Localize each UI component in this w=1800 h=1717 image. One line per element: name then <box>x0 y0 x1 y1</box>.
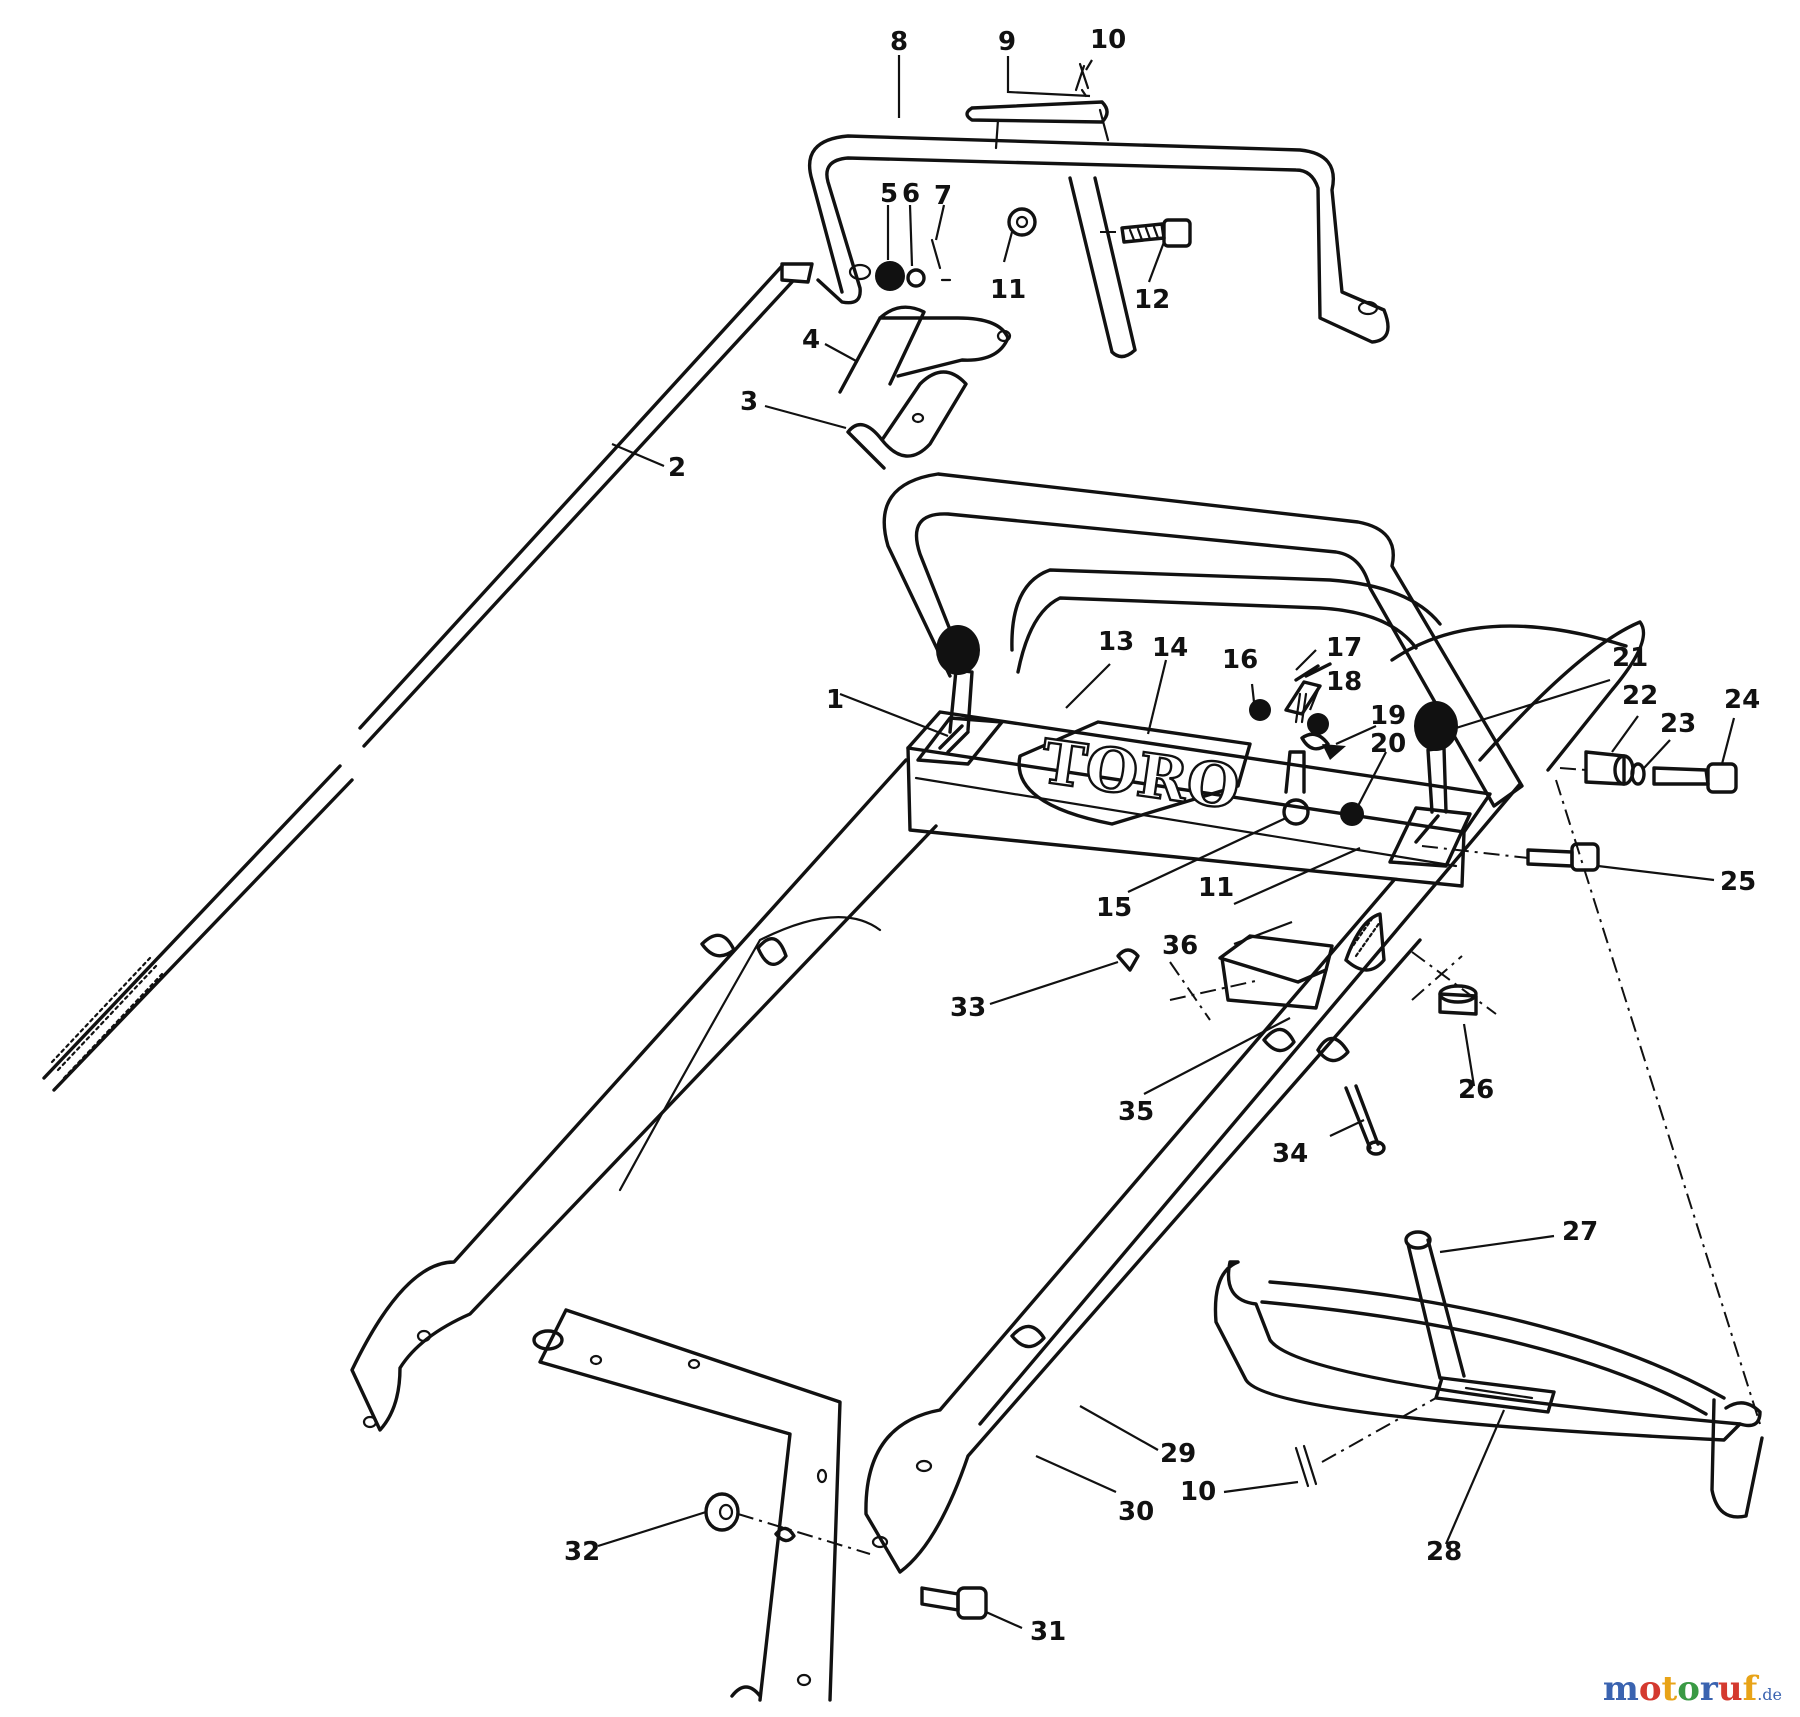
watermark-letter: r <box>1699 1669 1718 1709</box>
callout-25: 25 <box>1720 867 1756 897</box>
spacer-part-26 <box>1411 951 1497 1016</box>
callout-1: 1 <box>826 685 844 715</box>
callout-21: 21 <box>1612 643 1648 673</box>
watermark-letter: m <box>1602 1669 1639 1709</box>
callout-15: 15 <box>1096 893 1132 923</box>
callout-22: 22 <box>1622 681 1658 711</box>
bolt-part-31 <box>920 1586 988 1620</box>
callout-8: 8 <box>890 27 908 57</box>
toro-logo-decal: TORO <box>1037 727 1244 824</box>
cotter-pin-part-10-lower <box>1294 1444 1318 1488</box>
knob-part-5 <box>875 238 952 291</box>
engine-housing <box>532 1308 842 1702</box>
callout-11-top: 11 <box>990 275 1026 305</box>
callout-30: 30 <box>1118 1497 1154 1527</box>
watermark-letter: u <box>1717 1669 1743 1709</box>
callout-4: 4 <box>802 325 820 355</box>
callout-10-top: 10 <box>1090 25 1126 55</box>
grip-part-9 <box>965 62 1110 150</box>
screw-part-33 <box>1116 948 1140 972</box>
callout-23: 23 <box>1660 709 1696 739</box>
clamp-part-3 <box>846 370 968 470</box>
callout-6: 6 <box>902 179 920 209</box>
callout-32: 32 <box>564 1537 600 1567</box>
motoruf-watermark: motoruf.de <box>1603 1669 1782 1709</box>
callout-19: 19 <box>1370 701 1406 731</box>
callout-29: 29 <box>1160 1439 1196 1469</box>
throttle-lever-part-1 <box>916 625 1004 766</box>
watermark-letter: o <box>1638 1669 1662 1709</box>
watermark-letter: o <box>1677 1669 1700 1709</box>
upper-handle-part-8 <box>807 134 1390 359</box>
callout-18: 18 <box>1326 667 1362 697</box>
callout-27: 27 <box>1562 1217 1598 1247</box>
callout-11-mid: 11 <box>1198 873 1234 903</box>
watermark-suffix: .de <box>1757 1685 1782 1704</box>
callout-34: 34 <box>1272 1139 1308 1169</box>
screw-part-34 <box>1344 1084 1386 1156</box>
callout-12: 12 <box>1134 285 1170 315</box>
callout-3: 3 <box>740 387 758 417</box>
bolt-part-12 <box>1100 218 1192 248</box>
callout-16: 16 <box>1222 645 1258 675</box>
callout-17: 17 <box>1326 633 1362 663</box>
control-rod-part-2 <box>42 262 814 1092</box>
plate-part-28 <box>1321 1376 1556 1463</box>
callout-31: 31 <box>1030 1617 1066 1647</box>
clamp-part-4 <box>838 305 1012 394</box>
callout-9: 9 <box>998 27 1016 57</box>
callout-26: 26 <box>1458 1075 1494 1105</box>
watermark-letter: t <box>1661 1669 1678 1709</box>
callout-33: 33 <box>950 993 986 1023</box>
callout-35: 35 <box>1118 1097 1154 1127</box>
assembly-line <box>1555 779 1761 1425</box>
main-handle-frame <box>350 472 1646 1574</box>
callout-leaders <box>597 55 1736 1630</box>
key-switch-parts-15-20 <box>1249 662 1364 826</box>
spacer-parts-22-24 <box>1559 750 1738 794</box>
watermark-text: motoruf <box>1603 1669 1757 1709</box>
callout-28: 28 <box>1426 1537 1462 1567</box>
callout-10-lower: 10 <box>1180 1477 1216 1507</box>
callout-5: 5 <box>880 179 898 209</box>
callout-24: 24 <box>1724 685 1760 715</box>
callout-14: 14 <box>1152 633 1188 663</box>
lever-part-21 <box>1388 701 1472 868</box>
callout-13: 13 <box>1098 627 1134 657</box>
nut-part-11 <box>1007 207 1037 237</box>
watermark-letter: f <box>1742 1669 1758 1709</box>
callout-2: 2 <box>668 453 686 483</box>
flange-nut-part-32 <box>704 1492 871 1555</box>
callout-36: 36 <box>1162 931 1198 961</box>
callout-7: 7 <box>934 181 952 211</box>
bail-part-27 <box>1213 1230 1764 1519</box>
callout-20: 20 <box>1370 729 1406 759</box>
callout-labels: 1 2 3 4 5 6 7 8 9 10 10 11 11 12 13 14 1… <box>564 25 1760 1647</box>
